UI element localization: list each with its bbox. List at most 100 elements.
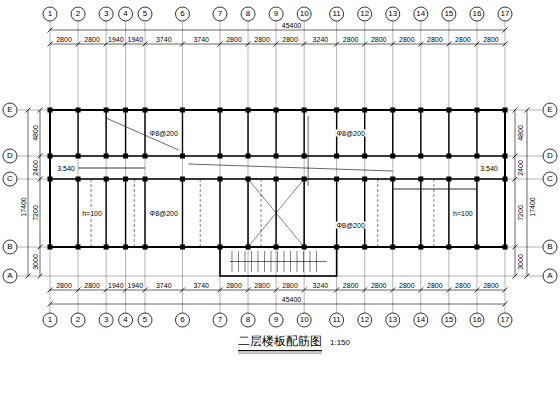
column xyxy=(76,177,81,182)
beam xyxy=(77,110,78,156)
dimension-tick xyxy=(302,42,307,47)
beam xyxy=(448,110,449,156)
beam xyxy=(364,179,365,247)
axis-circle xyxy=(269,7,283,21)
axis-line xyxy=(476,21,477,313)
rebar-line xyxy=(308,116,309,186)
axis-circle xyxy=(470,7,484,21)
column xyxy=(334,154,339,159)
axis-number: 11 xyxy=(331,316,341,324)
drawing-title: 二层楼板配筋图 xyxy=(238,335,322,348)
column xyxy=(362,245,367,250)
axis-circle xyxy=(442,313,456,327)
dimension-text: 45400 xyxy=(281,22,302,29)
dimension-tick xyxy=(525,274,530,279)
column xyxy=(76,108,81,113)
axis-number: 10 xyxy=(299,10,310,18)
column xyxy=(217,108,222,113)
column xyxy=(390,154,395,159)
rebar-line xyxy=(188,164,392,171)
axis-number: 7 xyxy=(217,316,223,324)
axis-circle xyxy=(330,7,344,21)
axis-number: 4 xyxy=(122,316,128,324)
dimension-tick xyxy=(38,274,43,279)
dimension-text: 2800 xyxy=(55,282,73,289)
dimension-tick xyxy=(503,42,508,47)
axis-letter: A xyxy=(6,272,13,280)
axis-letter: A xyxy=(546,272,553,280)
beam xyxy=(392,110,393,156)
column xyxy=(418,108,423,113)
dimension-text: 17400 xyxy=(529,196,536,217)
column xyxy=(123,108,128,113)
axis-letter: D xyxy=(546,152,554,160)
dimension-tick xyxy=(48,28,53,33)
dimension-line xyxy=(50,44,505,45)
dimension-text: 2800 xyxy=(398,36,416,43)
dimension-text: 2800 xyxy=(482,282,500,289)
dimension-text: 2800 xyxy=(83,282,101,289)
axis-circle xyxy=(543,149,557,163)
dimension-tick xyxy=(38,245,43,250)
axis-letter: B xyxy=(6,243,13,251)
secondary-beam xyxy=(134,179,135,247)
stair-opening xyxy=(248,179,304,247)
axis-circle xyxy=(269,313,283,327)
axis-circle xyxy=(386,7,400,21)
axis-circle xyxy=(213,313,227,327)
dimension-tick xyxy=(446,42,451,47)
column xyxy=(334,177,339,182)
dimension-tick xyxy=(513,274,518,279)
dimension-tick xyxy=(334,288,339,293)
title-underline xyxy=(238,353,322,354)
column xyxy=(390,245,395,250)
opening-cross xyxy=(248,179,304,247)
axis-number: 2 xyxy=(75,10,81,18)
axis-circle xyxy=(99,7,113,21)
dimension-text: 1940 xyxy=(107,282,125,289)
axis-circle xyxy=(241,7,255,21)
rebar-line xyxy=(393,189,477,190)
axis-circle xyxy=(71,7,85,21)
axis-number: 8 xyxy=(245,316,251,324)
dimension-text: 3240 xyxy=(312,36,330,43)
axis-circle xyxy=(175,313,189,327)
beam xyxy=(247,179,248,247)
axis-circle xyxy=(119,7,133,21)
rebar-line xyxy=(106,118,178,150)
axis-circle xyxy=(138,7,152,21)
column xyxy=(104,154,109,159)
column xyxy=(180,108,185,113)
axis-number: 1 xyxy=(47,316,53,324)
dimension-text: 1940 xyxy=(126,36,144,43)
column xyxy=(390,108,395,113)
axis-circle xyxy=(297,7,311,21)
axis-circle xyxy=(358,7,372,21)
dimension-text: 3740 xyxy=(192,282,210,289)
beam xyxy=(219,179,220,247)
dimension-tick xyxy=(513,108,518,113)
axis-number: 13 xyxy=(387,10,398,18)
slab-thickness: h=100 xyxy=(81,210,103,217)
column xyxy=(474,177,479,182)
dimension-tick xyxy=(26,108,31,113)
dimension-line xyxy=(28,110,29,276)
dimension-text: 2800 xyxy=(370,282,388,289)
dimension-line xyxy=(527,110,528,276)
dimension-tick xyxy=(180,288,185,293)
column xyxy=(104,245,109,250)
axis-number: 12 xyxy=(359,10,370,18)
axis-circle xyxy=(543,172,557,186)
dimension-text: 2800 xyxy=(342,282,360,289)
opening-cross xyxy=(248,179,304,247)
axis-circle xyxy=(3,240,17,254)
dimension-tick xyxy=(503,28,508,33)
axis-number: 3 xyxy=(103,316,109,324)
column xyxy=(48,154,53,159)
dimension-tick xyxy=(48,42,53,47)
column xyxy=(362,108,367,113)
axis-letter: D xyxy=(6,152,14,160)
dimension-tick xyxy=(513,177,518,182)
axis-letter: C xyxy=(6,175,14,183)
